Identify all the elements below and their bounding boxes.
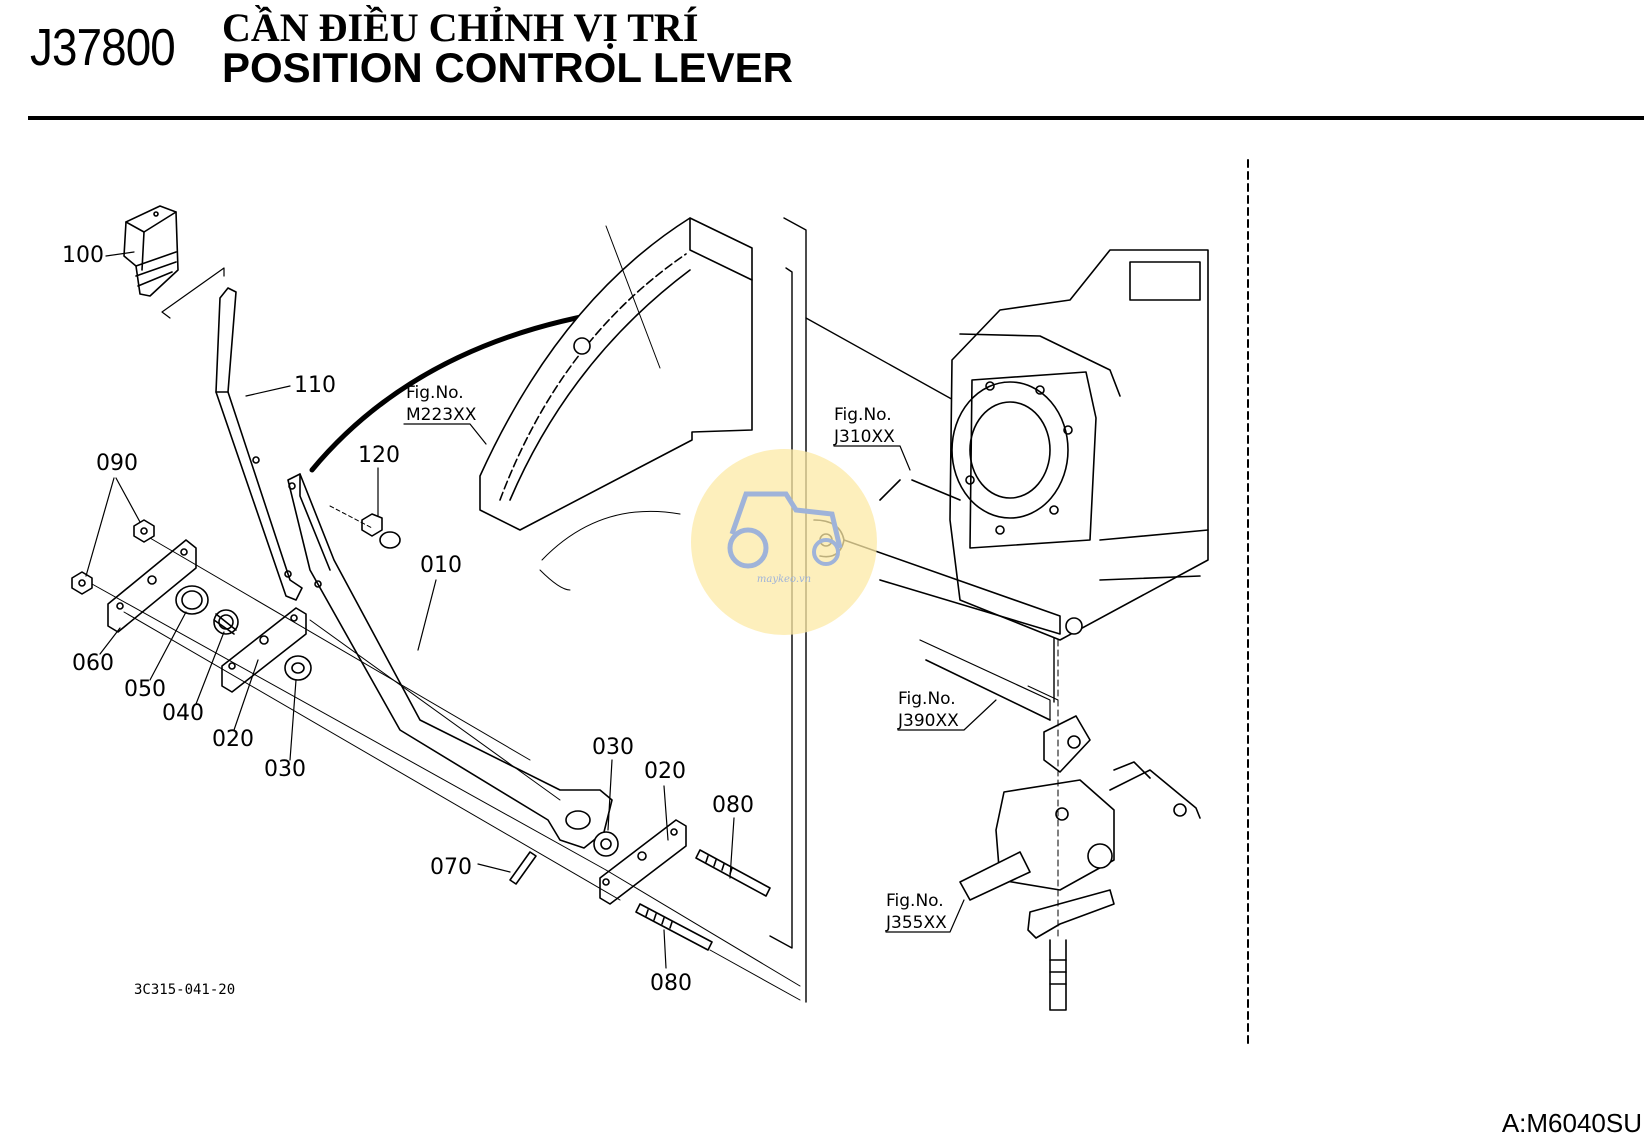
callout-080-lower: 080 [650,971,692,996]
knob-100[interactable] [123,205,179,297]
stud-080-upper[interactable] [695,849,771,897]
fig-ref-j390[interactable]: J390XX [897,711,959,731]
fig-ref-m223[interactable]: M223XX [406,405,477,425]
plate-060[interactable] [107,539,197,633]
title-vietnamese: CẦN ĐIỀU CHỈNH VỊ TRÍ [222,5,699,50]
fig-ref-label-j310: Fig.No. [834,405,892,425]
plate-020-left[interactable] [221,607,307,693]
tractor-icon [729,491,843,549]
lever-110[interactable] [215,287,303,601]
callout-040: 040 [162,701,204,726]
washer-030-right[interactable] [593,831,619,857]
drawing-number: 3C315-041-20 [134,982,235,998]
model-code: A:M6040SU [1501,1108,1642,1138]
watermark-logo: maykeo.vn [691,449,877,635]
fig-ref-j355[interactable]: J355XX [885,913,947,933]
spring-040[interactable] [213,609,239,635]
pin-070[interactable] [509,851,537,885]
plate-020-right[interactable] [599,819,687,905]
callout-030-left: 030 [264,757,306,782]
callout-030-right: 030 [592,735,634,760]
callout-020-right: 020 [644,759,686,784]
fig-ref-label-j390: Fig.No. [898,689,956,709]
fig-ref-label-j355: Fig.No. [886,891,944,911]
washer-030-left[interactable] [284,655,312,681]
callout-020-left: 020 [212,727,254,752]
fig-ref-j310[interactable]: J310XX [833,427,895,447]
watermark-text: maykeo.vn [757,574,811,585]
callout-100: 100 [62,243,104,268]
valve-assembly[interactable] [919,639,1201,1011]
callout-110: 110 [294,373,336,398]
callout-060: 060 [72,651,114,676]
callout-090: 090 [96,451,138,476]
title-english: POSITION CONTROL LEVER [222,44,793,91]
callout-080-upper: 080 [712,793,754,818]
header-rule [28,116,1644,120]
washer-050[interactable] [175,585,209,615]
callout-070: 070 [430,855,472,880]
nut-090-a[interactable] [133,519,155,543]
nut-090-b[interactable] [71,571,93,595]
bolt-120[interactable] [361,513,401,549]
fig-ref-label-m223: Fig.No. [406,383,464,403]
catalog-code: J37800 [30,19,176,77]
callout-050: 050 [124,677,166,702]
stud-080-lower[interactable] [635,903,713,951]
callout-010: 010 [420,553,462,578]
lever-010[interactable] [287,473,613,849]
callout-120: 120 [358,443,400,468]
lever-guide-quadrant[interactable] [479,217,753,531]
